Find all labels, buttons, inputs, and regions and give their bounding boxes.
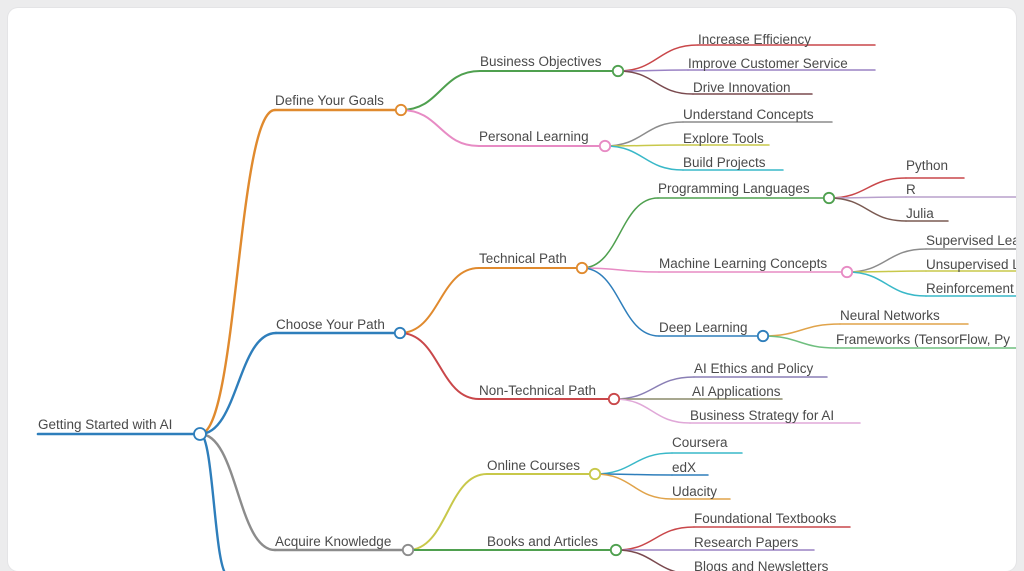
node-handle-define-your-goals[interactable] bbox=[394, 103, 408, 117]
node-label-coursera[interactable]: Coursera bbox=[672, 435, 728, 450]
node-label-improve-customer-service[interactable]: Improve Customer Service bbox=[688, 56, 848, 71]
node-label-python[interactable]: Python bbox=[906, 158, 948, 173]
link-to-business-strategy-for-ai bbox=[613, 398, 691, 424]
node-label-acquire-knowledge[interactable]: Acquire Knowledge bbox=[275, 534, 391, 549]
node-label-understand-concepts[interactable]: Understand Concepts bbox=[683, 107, 814, 122]
node-label-frameworks[interactable]: Frameworks (TensorFlow, Py bbox=[836, 332, 1010, 347]
node-label-personal-learning[interactable]: Personal Learning bbox=[479, 129, 589, 144]
root-node-handle[interactable] bbox=[193, 427, 207, 441]
node-handle-acquire-knowledge[interactable] bbox=[401, 543, 415, 557]
link-to-build-projects bbox=[604, 145, 684, 171]
node-handle-non-technical-path[interactable] bbox=[607, 392, 621, 406]
node-handle-business-objectives[interactable] bbox=[611, 64, 625, 78]
node-label-r[interactable]: R bbox=[906, 182, 916, 197]
offscreen-branch-bottom bbox=[198, 432, 226, 571]
underlines-layer bbox=[36, 44, 1016, 552]
node-label-books-and-articles[interactable]: Books and Articles bbox=[487, 534, 598, 549]
node-handle-programming-languages[interactable] bbox=[822, 191, 836, 205]
node-label-unsupervised-learning[interactable]: Unsupervised L bbox=[926, 257, 1016, 272]
link-to-programming-languages bbox=[581, 197, 659, 269]
link-to-julia bbox=[828, 197, 907, 222]
node-label-reinforcement-learning[interactable]: Reinforcement bbox=[926, 281, 1014, 296]
node-label-udacity[interactable]: Udacity bbox=[672, 484, 717, 499]
node-label-business-objectives[interactable]: Business Objectives bbox=[480, 54, 602, 69]
node-label-blogs-and-newsletters[interactable]: Blogs and Newsletters bbox=[694, 559, 829, 571]
node-label-technical-path[interactable]: Technical Path bbox=[479, 251, 567, 266]
node-handle-machine-learning-concepts[interactable] bbox=[840, 265, 854, 279]
mindmap-svg: Getting Started with AI Define Your Goals… bbox=[36, 32, 1016, 571]
node-label-define-your-goals[interactable]: Define Your Goals bbox=[275, 93, 384, 108]
node-label-explore-tools[interactable]: Explore Tools bbox=[683, 131, 764, 146]
link-to-blogs-and-newsletters bbox=[615, 549, 676, 571]
node-label-neural-networks[interactable]: Neural Networks bbox=[840, 308, 940, 323]
node-label-business-strategy-for-ai[interactable]: Business Strategy for AI bbox=[690, 408, 834, 423]
node-label-build-projects[interactable]: Build Projects bbox=[683, 155, 766, 170]
node-label-ai-ethics-and-policy[interactable]: AI Ethics and Policy bbox=[694, 361, 814, 376]
node-label-programming-languages[interactable]: Programming Languages bbox=[658, 181, 810, 196]
link-to-personal-learning bbox=[400, 109, 480, 147]
node-label-machine-learning-concepts[interactable]: Machine Learning Concepts bbox=[659, 256, 827, 271]
link-to-supervised-learning bbox=[846, 248, 927, 273]
link-to-reinforcement-learning bbox=[846, 271, 927, 297]
node-label-foundational-textbooks[interactable]: Foundational Textbooks bbox=[694, 511, 837, 526]
node-label-increase-efficiency[interactable]: Increase Efficiency bbox=[698, 32, 811, 47]
node-label-online-courses[interactable]: Online Courses bbox=[487, 458, 580, 473]
node-label-supervised-learning[interactable]: Supervised Lea bbox=[926, 233, 1016, 248]
link-to-deep-learning bbox=[581, 267, 660, 337]
link-to-ai-ethics-and-policy bbox=[613, 376, 695, 400]
node-handle-online-courses[interactable] bbox=[588, 467, 602, 481]
node-handle-books-and-articles[interactable] bbox=[609, 543, 623, 557]
link-to-neural-networks bbox=[762, 323, 841, 337]
nodes-layer bbox=[193, 64, 854, 557]
link-to-foundational-textbooks bbox=[615, 526, 695, 551]
root-label: Getting Started with AI bbox=[38, 417, 172, 432]
link-to-non-technical-path bbox=[399, 332, 480, 400]
mindmap-canvas: Getting Started with AI Define Your Goals… bbox=[8, 8, 1016, 571]
link-to-understand-concepts bbox=[604, 121, 684, 147]
node-label-edx[interactable]: edX bbox=[672, 460, 696, 475]
node-handle-deep-learning[interactable] bbox=[756, 329, 770, 343]
link-to-machine-learning-concepts bbox=[581, 267, 660, 273]
node-label-julia[interactable]: Julia bbox=[906, 206, 934, 221]
link-to-coursera bbox=[594, 452, 673, 475]
node-handle-technical-path[interactable] bbox=[575, 261, 589, 275]
node-label-non-technical-path[interactable]: Non-Technical Path bbox=[479, 383, 596, 398]
labels-layer: Getting Started with AI Define Your Goals… bbox=[38, 32, 1016, 571]
link-to-frameworks bbox=[762, 335, 837, 349]
node-label-deep-learning[interactable]: Deep Learning bbox=[659, 320, 748, 335]
node-label-drive-innovation[interactable]: Drive Innovation bbox=[693, 80, 791, 95]
link-to-technical-path bbox=[399, 267, 480, 334]
link-to-drive-innovation bbox=[617, 70, 694, 95]
node-label-research-papers[interactable]: Research Papers bbox=[694, 535, 799, 550]
link-to-increase-efficiency bbox=[617, 44, 699, 72]
link-to-choose-your-path bbox=[198, 331, 278, 436]
node-label-choose-your-path[interactable]: Choose Your Path bbox=[276, 317, 385, 332]
node-handle-personal-learning[interactable] bbox=[598, 139, 612, 153]
node-label-ai-applications[interactable]: AI Applications bbox=[692, 384, 781, 399]
link-to-acquire-knowledge bbox=[198, 432, 277, 552]
link-to-business-objectives bbox=[400, 70, 481, 111]
links-layer bbox=[198, 44, 927, 571]
link-to-python bbox=[828, 177, 907, 199]
link-to-define-your-goals bbox=[198, 108, 277, 436]
link-to-online-courses bbox=[407, 473, 488, 551]
link-to-udacity bbox=[594, 473, 673, 500]
node-handle-choose-your-path[interactable] bbox=[393, 326, 407, 340]
